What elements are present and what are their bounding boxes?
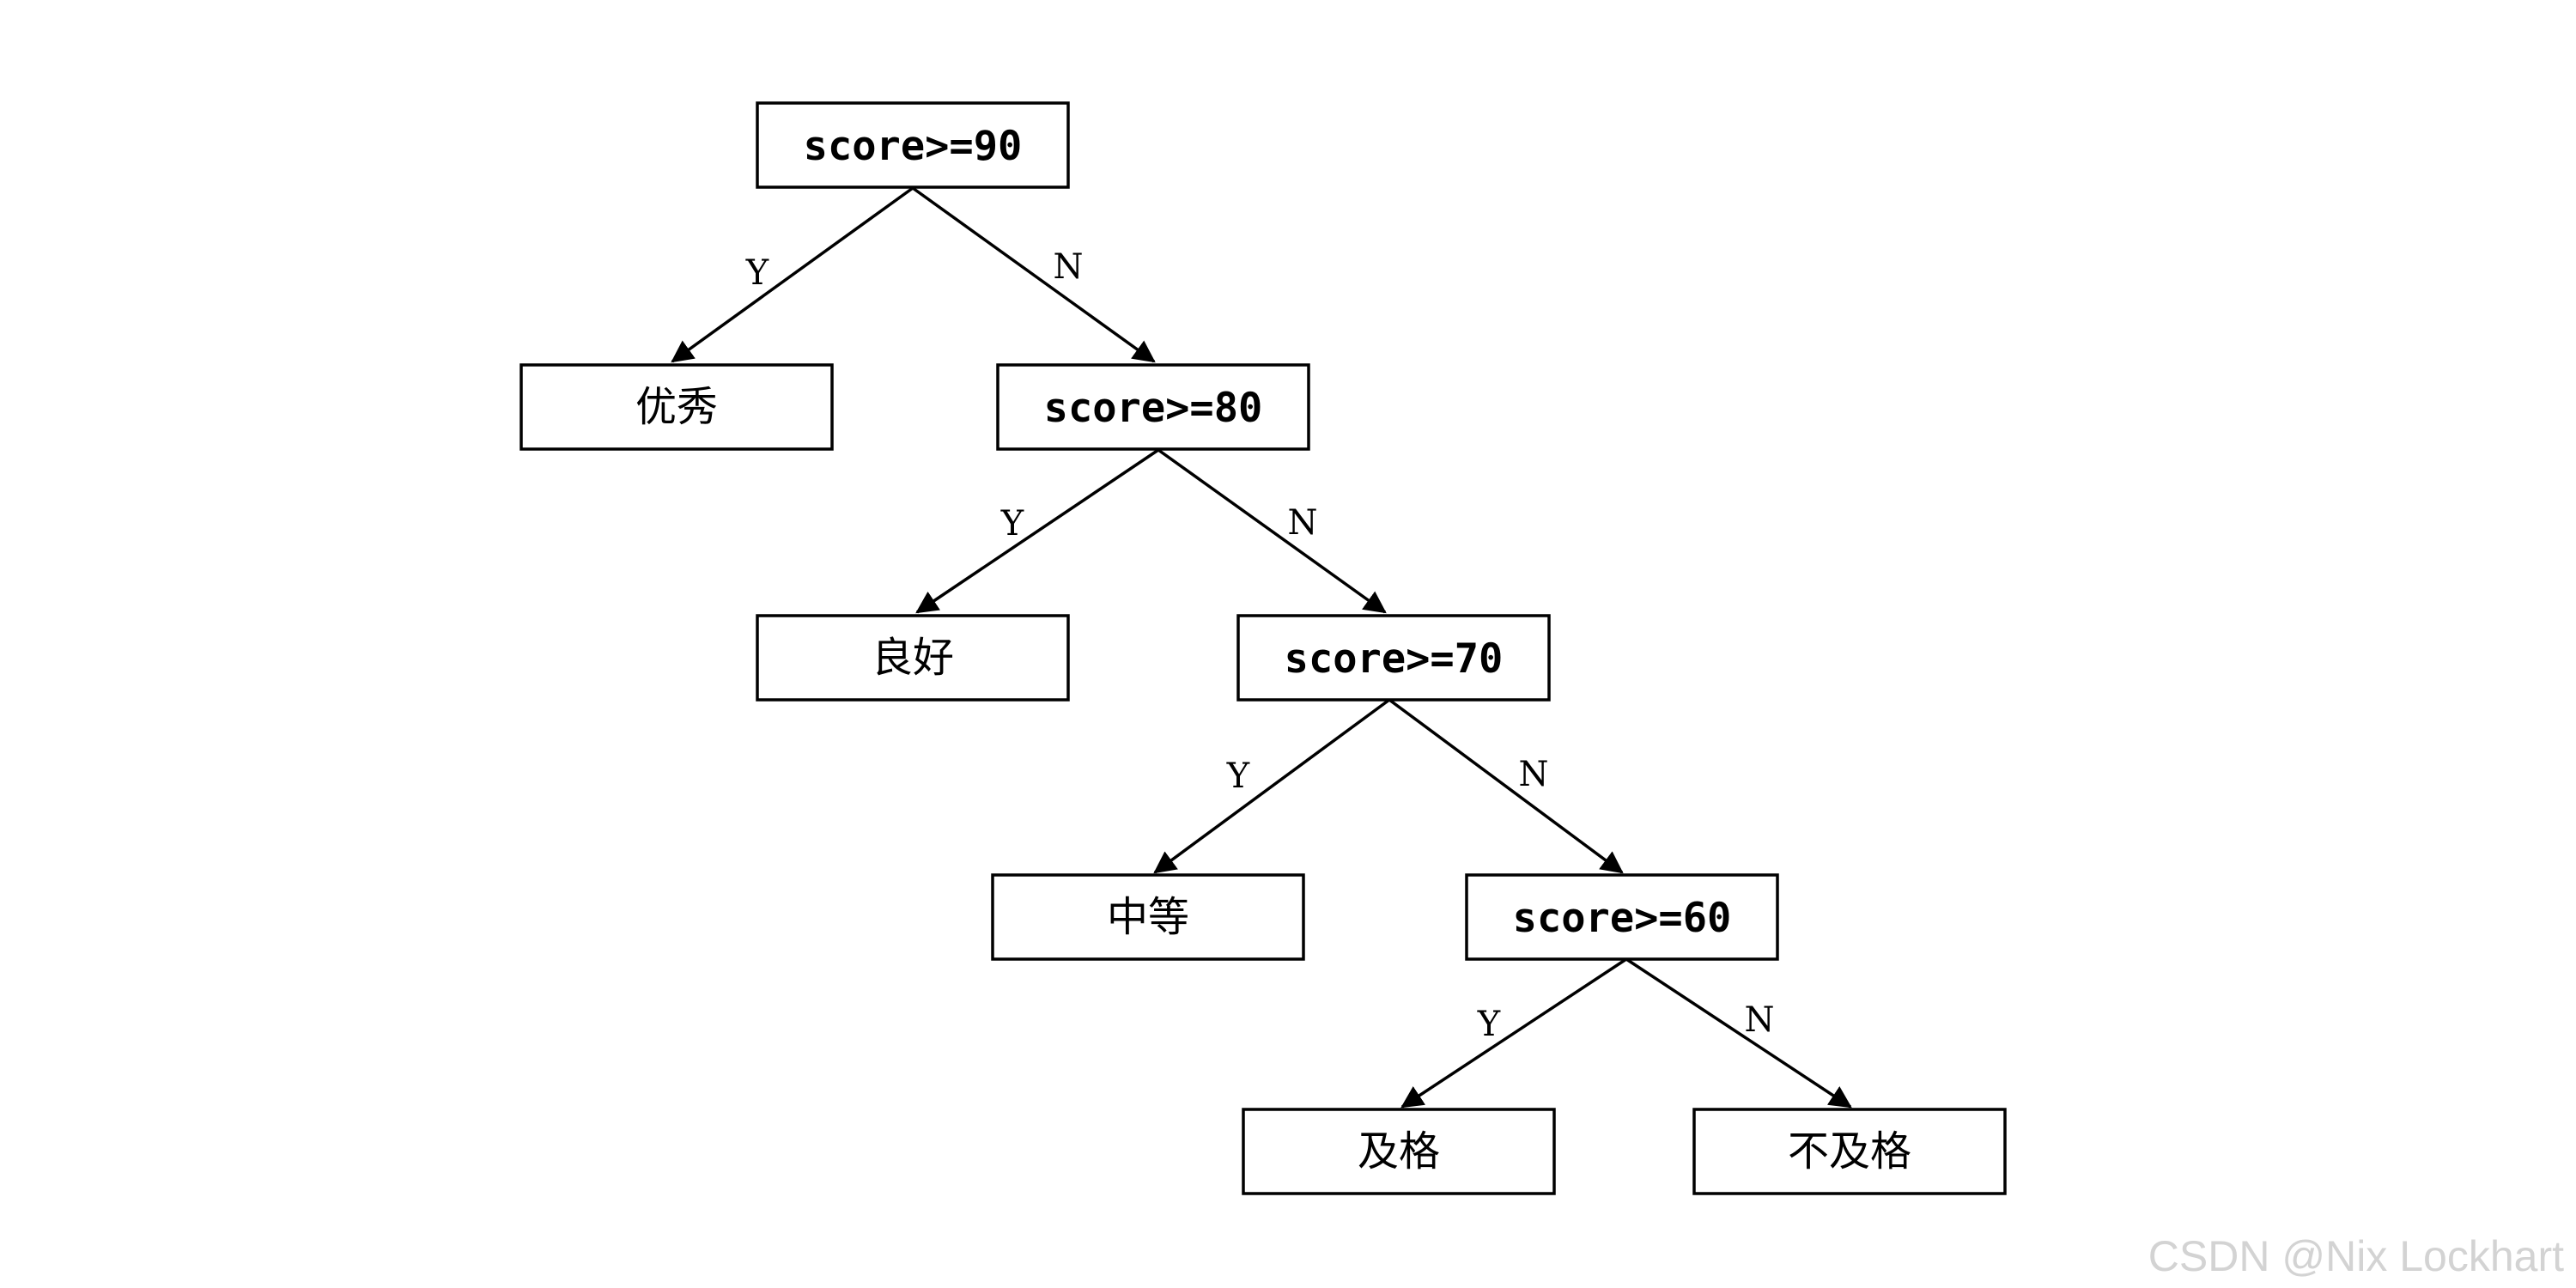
node-score-70-label: score>=70 [1285, 635, 1504, 683]
node-good-label: 良好 [872, 634, 954, 682]
label-80-yes: Y [1000, 504, 1024, 544]
node-score-90-label: score>=90 [804, 123, 1023, 170]
edge-90-no [911, 186, 1156, 363]
node-score-60-label: score>=60 [1513, 895, 1732, 942]
node-excellent-label: 优秀 [635, 383, 718, 431]
edge-70-no [1388, 698, 1624, 874]
node-pass: 及格 [1242, 1108, 1556, 1195]
node-score-80: score>=80 [996, 363, 1310, 451]
edge-60-yes [1400, 957, 1627, 1109]
node-score-80-label: score>=80 [1044, 385, 1263, 432]
node-good: 良好 [756, 614, 1070, 702]
label-60-no: N [1745, 1000, 1775, 1040]
node-fail-label: 不及格 [1788, 1127, 1911, 1176]
node-fail: 不及格 [1692, 1108, 2007, 1195]
node-score-60: score>=60 [1465, 873, 1779, 961]
node-score-70: score>=70 [1236, 614, 1551, 702]
edge-60-no [1625, 957, 1852, 1109]
edge-70-yes [1153, 698, 1391, 874]
label-60-yes: Y [1477, 1005, 1501, 1044]
edge-80-no [1157, 448, 1387, 614]
node-score-90: score>=90 [756, 101, 1070, 189]
node-pass-label: 及格 [1358, 1127, 1440, 1176]
label-90-no: N [1054, 247, 1084, 287]
label-90-yes: Y [745, 253, 769, 293]
edge-90-yes [671, 186, 914, 363]
node-medium-label: 中等 [1107, 893, 1189, 941]
node-medium: 中等 [991, 873, 1305, 961]
watermark: CSDN @Nix Lockhart [2148, 1232, 2564, 1280]
label-70-no: N [1519, 755, 1549, 794]
label-70-yes: Y [1226, 756, 1250, 796]
node-excellent: 优秀 [519, 363, 834, 451]
edge-80-yes [915, 448, 1159, 614]
label-80-no: N [1288, 503, 1318, 543]
